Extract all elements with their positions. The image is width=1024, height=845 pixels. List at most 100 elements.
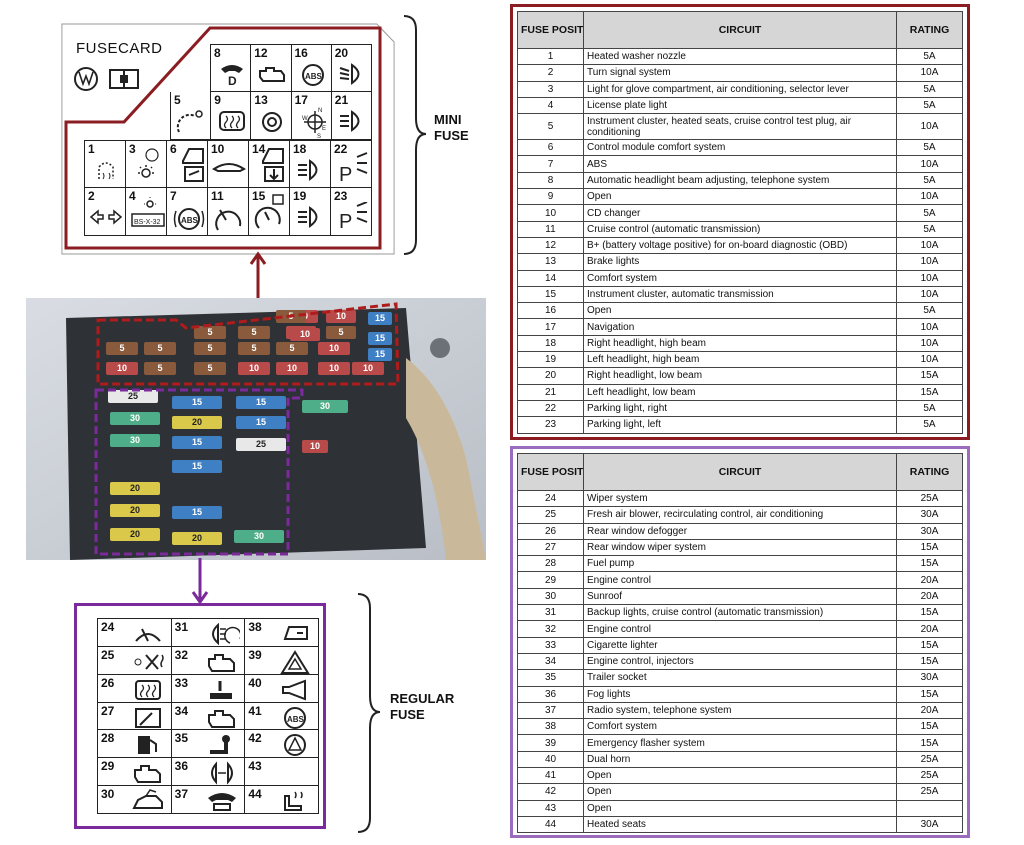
fuse-chip: 20 (110, 504, 160, 517)
circuit-cell: Light for glove compartment, air conditi… (583, 80, 897, 98)
fuse-position-cell: 19 (517, 351, 584, 369)
comfort-door-icon (262, 148, 284, 182)
rating-cell: 20A (896, 587, 963, 606)
regular-cell: 29 (98, 758, 172, 787)
rating-cell: 5A (896, 96, 963, 115)
circuit-cell: License plate light (583, 96, 897, 115)
license-light-icon: BS-X-32 (131, 197, 165, 227)
regular-cell: 26 (98, 674, 172, 703)
fuse-chip: 20 (172, 416, 222, 429)
mini-cell: 3 (126, 141, 167, 188)
fuse-chip: 15 (172, 396, 222, 409)
regular-cell: 44 (245, 786, 319, 814)
cell-number: 24 (101, 620, 115, 634)
trailer-socket-icon (206, 732, 240, 761)
mini-fuse-label: MINI FUSE (434, 112, 469, 144)
fuse-position-cell: 4 (517, 96, 584, 115)
fuse-position-cell: 2 (517, 64, 584, 82)
rating-cell: 15A (896, 636, 963, 654)
cell-number: 38 (248, 620, 262, 634)
fuse-position-cell: 18 (517, 334, 584, 353)
brace-label-line: MINI (434, 112, 462, 127)
fuse-position-cell: 15 (517, 285, 584, 304)
circuit-cell: Fresh air blower, recirculating control,… (583, 506, 897, 524)
mini-cell: 15 (249, 188, 290, 236)
rating-cell: 30A (896, 815, 963, 834)
cell-number: 43 (248, 759, 262, 774)
regular-cell: 31 (171, 619, 246, 647)
fuse-chip: 15 (172, 436, 222, 449)
mini-cell: 8 D (211, 45, 252, 92)
circuit-cell: Open (583, 767, 897, 785)
mini-cell: 5 (171, 92, 212, 140)
circuit-cell: Fog lights (583, 685, 897, 703)
fuse-chip: 15 (368, 348, 392, 361)
fuse-position-cell: 14 (517, 269, 584, 287)
fuse-chip: 5 (326, 326, 356, 339)
regular-cell: 30 (98, 786, 172, 814)
cell-number: 35 (174, 731, 189, 746)
circuit-cell: Heated washer nozzle (583, 47, 897, 66)
header-fuse-position: FUSE POSITION (517, 11, 584, 49)
fuse-position-cell: 42 (517, 783, 584, 801)
cell-number: 12 (254, 46, 268, 60)
fuse-position-cell: 10 (517, 204, 584, 222)
fuse-chip: 5 (144, 362, 176, 375)
hazard-icon (279, 649, 313, 678)
fuse-chip: 15 (172, 506, 222, 519)
rating-cell: 25A (896, 783, 963, 801)
wiper-icon (132, 621, 166, 650)
door-icon (182, 148, 204, 182)
fuse-chip: 25 (108, 390, 158, 403)
fuse-position-cell: 17 (517, 318, 584, 336)
compass-icon: N W E S (302, 108, 326, 138)
mini-cell: 7 ABS (167, 188, 208, 236)
cell-number: 1 (88, 142, 95, 156)
mini-cell: 14 (249, 141, 290, 188)
engine-icon (259, 67, 286, 82)
circuit-cell: Open (583, 188, 897, 206)
cell-number: 11 (211, 189, 224, 203)
cell-number: 22 (334, 142, 348, 156)
fuse-position-cell: 24 (517, 489, 584, 508)
rating-cell: 15A (896, 685, 963, 703)
rating-cell: 30A (896, 522, 963, 540)
cell-number: 5 (174, 93, 181, 107)
fuse-chip: 5 (144, 342, 176, 355)
cell-number: 21 (334, 93, 349, 107)
glove-light-icon (138, 148, 159, 178)
rating-cell: 5A (896, 416, 963, 434)
circuit-cell: Right headlight, high beam (583, 334, 897, 353)
rating-cell: 5A (896, 47, 963, 66)
fuse-position-cell: 37 (517, 701, 584, 720)
heated-nozzle-icon (98, 162, 114, 180)
turn-signal-icon (89, 209, 123, 225)
fuse-chip: 10 (238, 362, 270, 375)
fuse-position-cell: 16 (517, 302, 584, 320)
regular-cell: 28 (98, 730, 172, 759)
cigarette-lighter-icon (206, 677, 240, 706)
rating-cell: 15A (896, 718, 963, 736)
fuse-position-cell: 6 (517, 139, 584, 157)
rating-cell: 15A (896, 604, 963, 622)
circuit-cell: Right headlight, low beam (583, 367, 897, 385)
fuse-chip: 5 (194, 326, 226, 339)
fuse-chip: 5 (194, 362, 226, 375)
